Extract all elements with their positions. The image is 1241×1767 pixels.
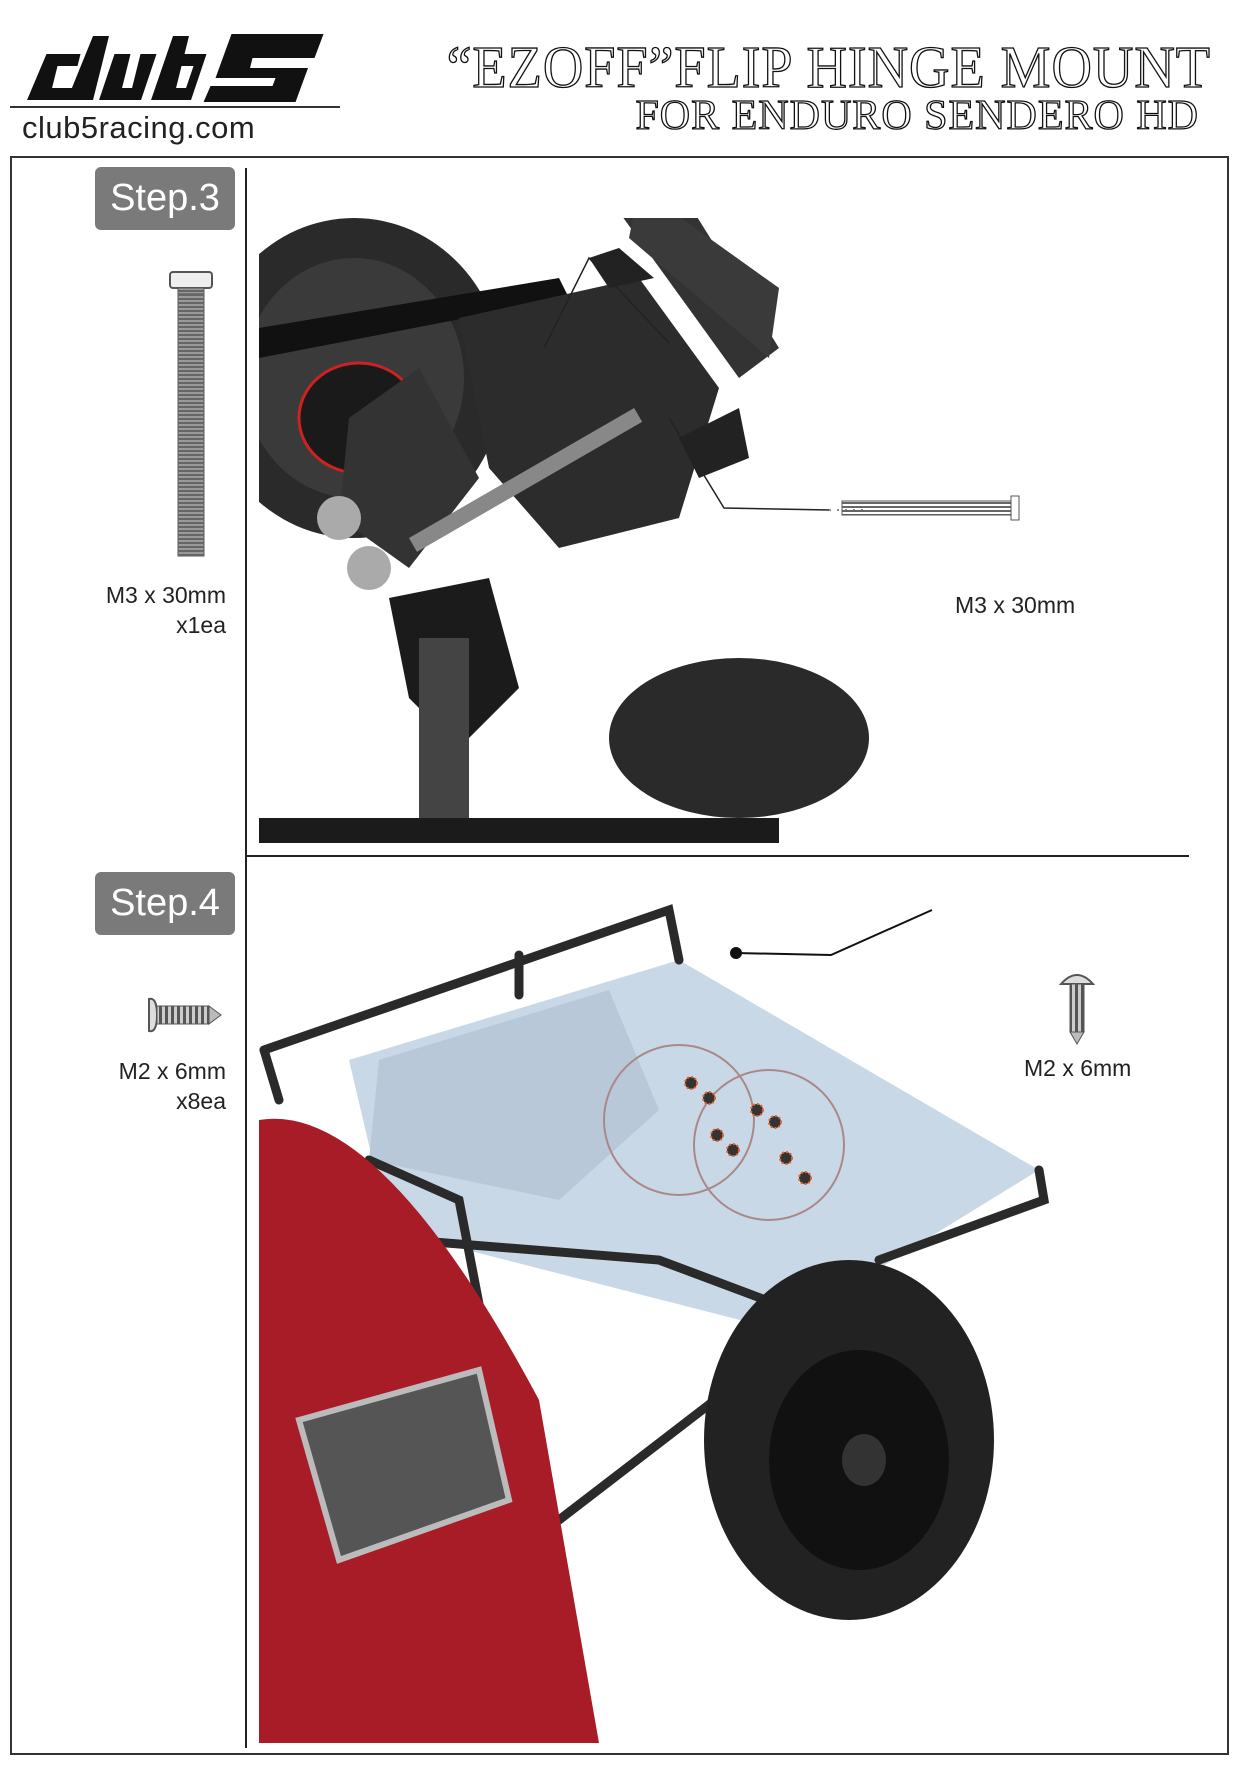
m2-6mm-screw-icon: [148, 997, 222, 1033]
step-3-part-qty: x1ea: [176, 612, 226, 638]
instruction-frame: [10, 156, 1229, 1755]
step-3-photo: [259, 218, 1189, 843]
m3-30mm-screw-icon: [169, 271, 213, 557]
title-line-1: “EZOFF”FLIP HINGE MOUNT: [446, 35, 1211, 101]
logo-divider: [10, 106, 340, 108]
step-4-part-name: M2 x 6mm: [118, 1058, 226, 1084]
club5-logo: [27, 34, 324, 102]
step-4-callout-label: M2 x 6mm: [1024, 1055, 1132, 1081]
step-divider: [246, 855, 1189, 857]
column-divider: [245, 168, 247, 1748]
title-line-2: FOR ENDURO SENDERO HD: [635, 92, 1199, 139]
step-3-part-name: M3 x 30mm: [105, 582, 226, 608]
step-4-badge: Step.4: [95, 872, 235, 935]
website-text: club5racing.com: [22, 110, 256, 145]
step-3-callout-label: M3 x 30mm: [955, 592, 1076, 618]
step-4-part-qty: x8ea: [176, 1088, 226, 1114]
step-4-photo: [259, 900, 1189, 1743]
step-3-badge: Step.3: [95, 167, 235, 230]
m2-6mm-callout-screw-icon: [1058, 974, 1096, 1045]
